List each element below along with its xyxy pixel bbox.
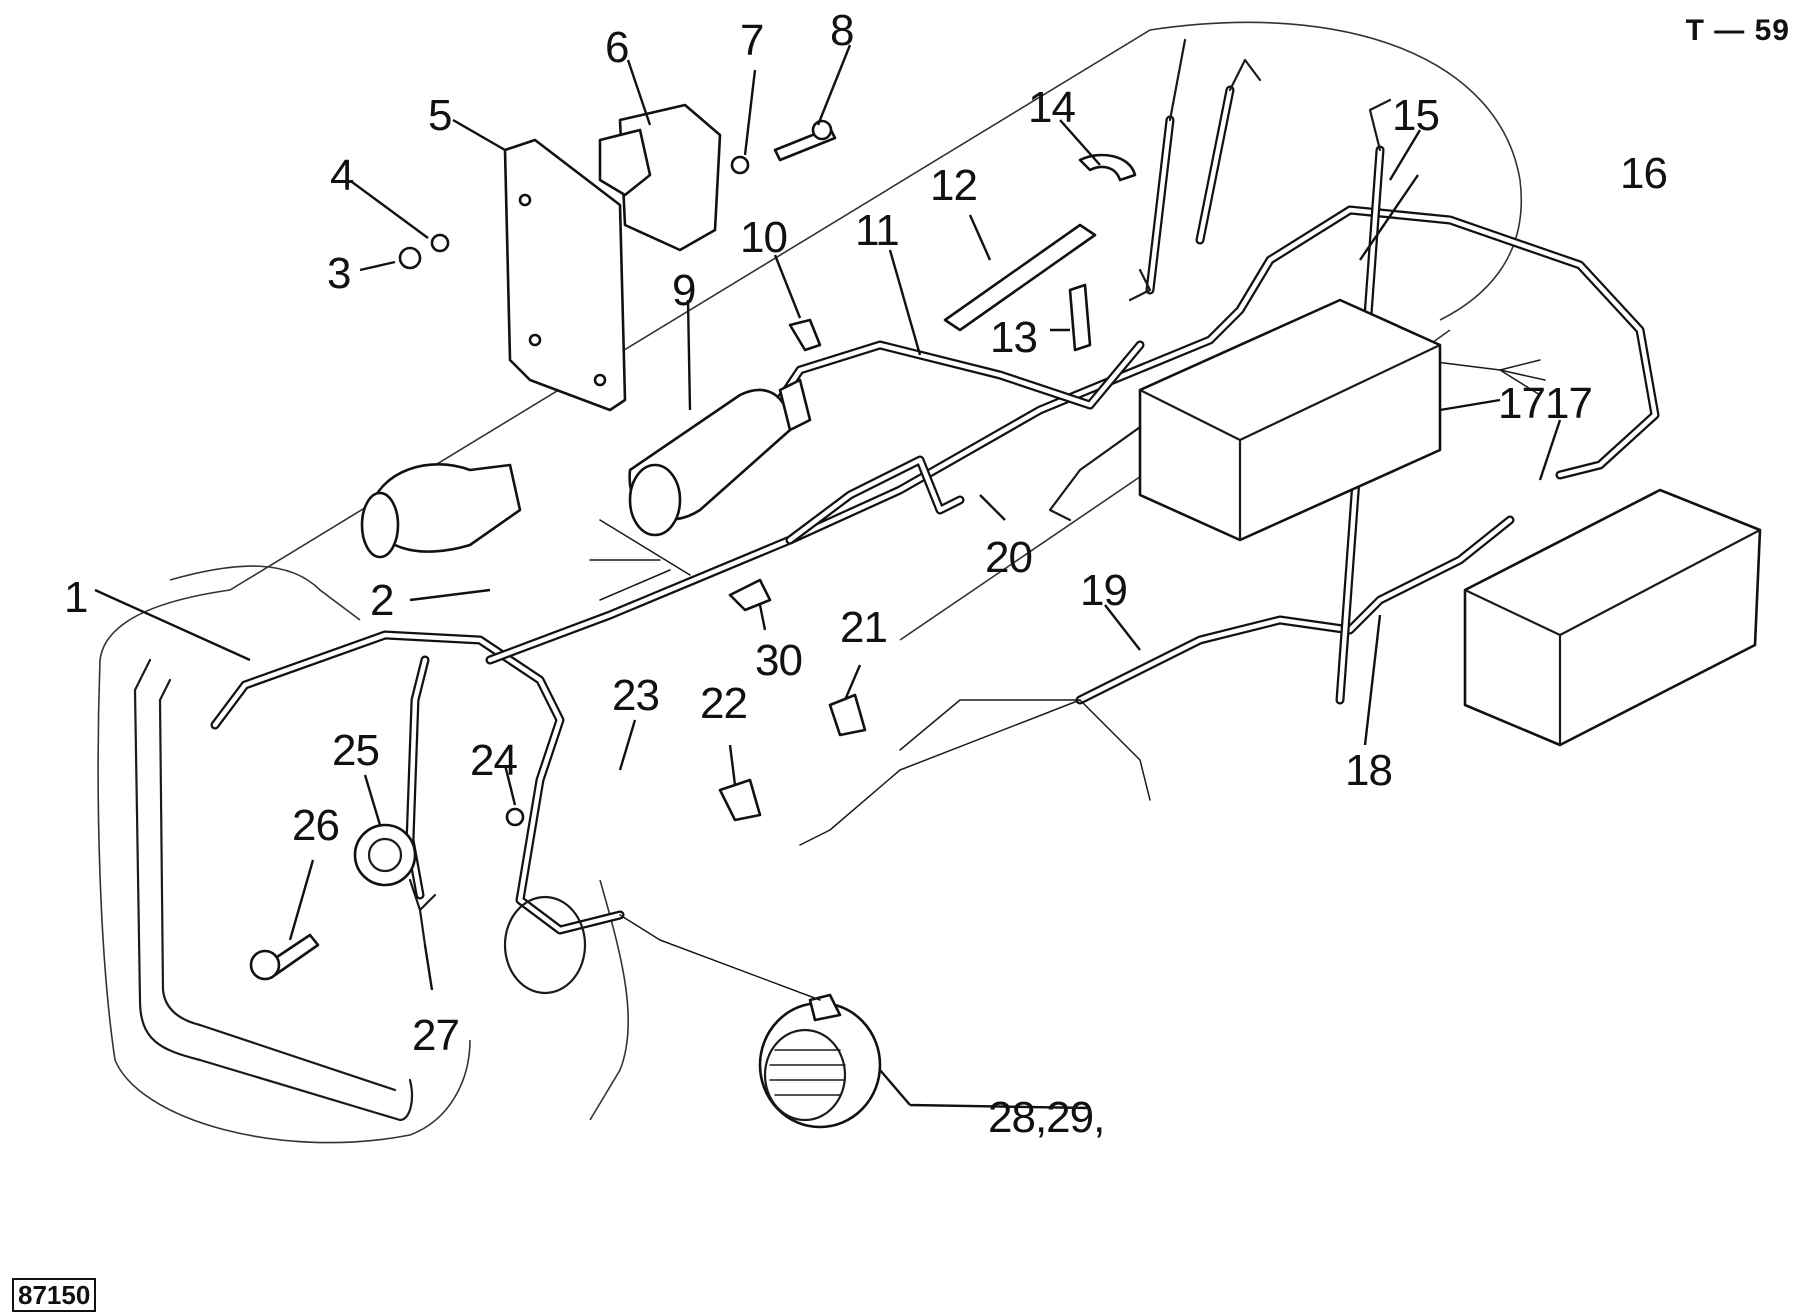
callout-label: 6 (605, 23, 628, 72)
callout-label: 21 (840, 603, 887, 652)
callout-label: 22 (700, 679, 747, 728)
callout-label: 4 (330, 151, 354, 200)
components (249, 103, 1762, 1129)
callout-label: 10 (740, 213, 787, 262)
callout-label: 14 (1028, 83, 1075, 132)
callout-label: 9 (672, 266, 695, 315)
callout-label: 28,29, (988, 1093, 1104, 1142)
callout-label: 25 (332, 726, 379, 775)
leader-lines (94, 44, 1562, 1110)
callout-label: 26 (292, 801, 339, 850)
callout-numbers: 1 2 3 4 5 6 7 8 9 10 11 12 13 14 15 16 1… (64, 6, 1668, 1142)
callout-label: 8 (830, 6, 853, 55)
callout-label: 7 (740, 16, 763, 65)
figure-number: 87150 (12, 1278, 97, 1312)
callout-label: 2 (370, 576, 393, 625)
callout-label: 18 (1345, 746, 1392, 795)
callout-label: 24 (470, 736, 517, 785)
battery-part (1138, 298, 1442, 542)
callout-label: 3 (327, 249, 350, 298)
callout-label: 11 (855, 206, 899, 255)
callout-label: 5 (428, 91, 451, 140)
callout-label: 17 (1545, 379, 1592, 428)
hood-outline (97, 21, 1523, 1144)
callout-label: 19 (1080, 566, 1127, 615)
battery-part (1463, 488, 1762, 747)
callout-label: 17 (1498, 379, 1545, 428)
page-reference: T — 59 (1685, 14, 1790, 47)
callout-label: 12 (930, 161, 977, 210)
callout-label: 30 (755, 636, 802, 685)
callout-label: 23 (612, 671, 659, 720)
callout-label: 27 (412, 1011, 459, 1060)
callout-label: 20 (985, 533, 1032, 582)
callout-label: 13 (990, 313, 1037, 362)
callout-label: 16 (1620, 149, 1667, 198)
callout-label: 1 (64, 573, 87, 622)
callout-label: 15 (1392, 91, 1439, 140)
